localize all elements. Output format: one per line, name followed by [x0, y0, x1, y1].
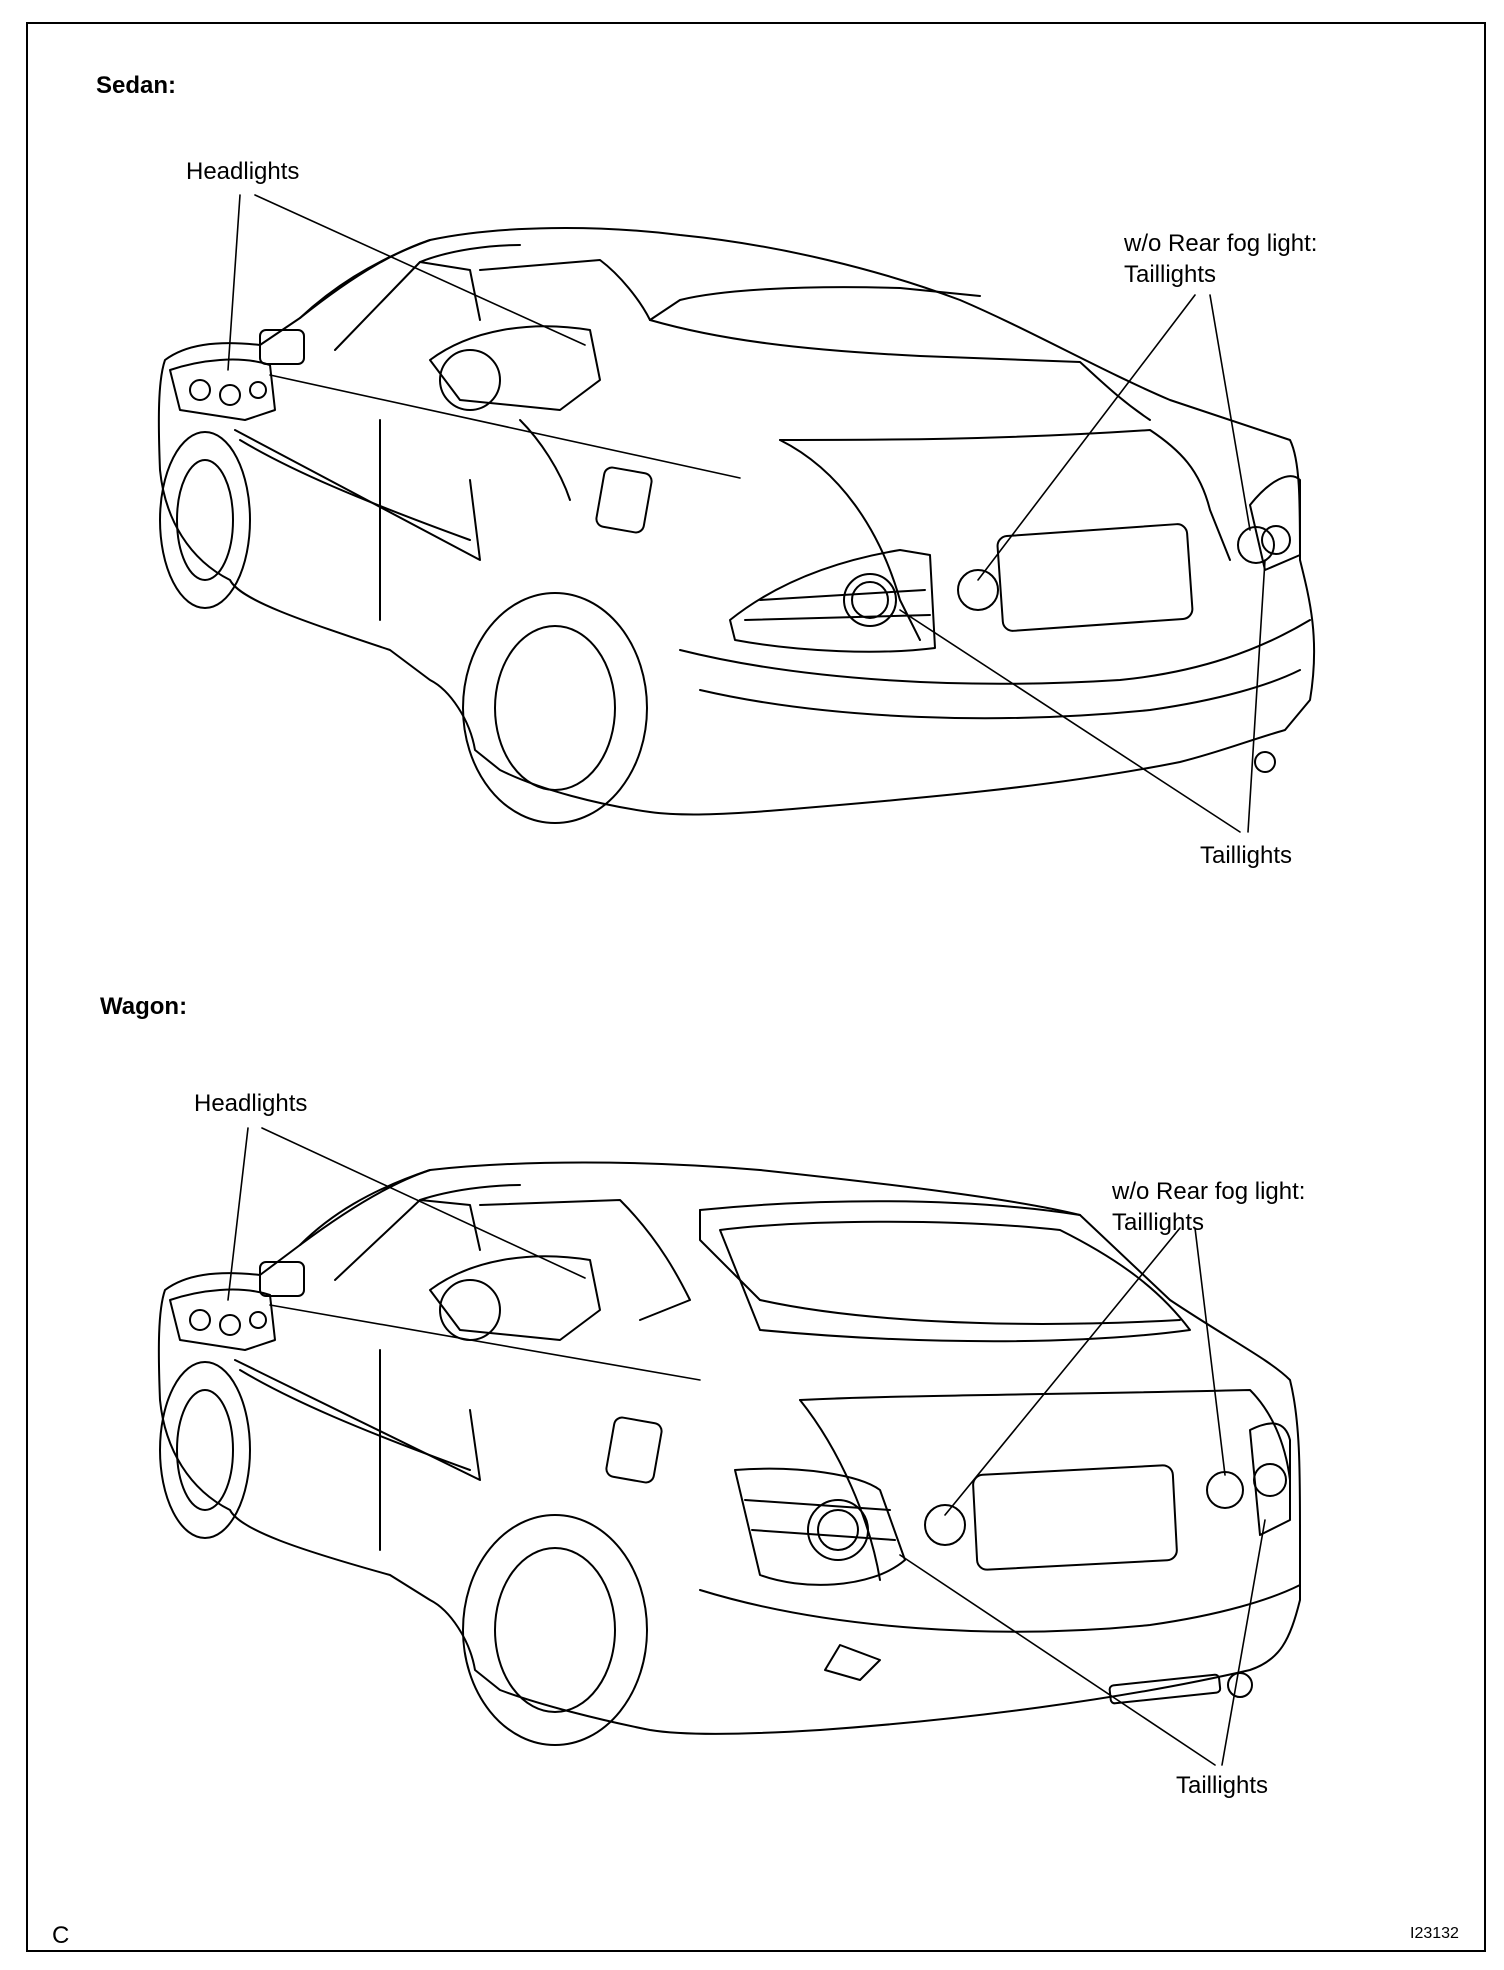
sedan-rear-fog-left-lamp [957, 569, 999, 611]
wagon-left-taillight-assembly [734, 1467, 906, 1586]
sedan-rear-fog-right-lamp [1237, 526, 1275, 564]
sedan-rear-fog-callout: w/o Rear fog light: Taillights [1124, 228, 1317, 290]
sedan-illustration [157, 194, 1316, 833]
left-taillight-assembly [729, 549, 936, 653]
wagon-fuel-door [605, 1416, 663, 1484]
sedan-taillight-left-bulb [843, 573, 897, 627]
corner-letter: C [52, 1922, 70, 1949]
figure-frame [26, 22, 1486, 1952]
sedan-front-wheel [159, 431, 251, 609]
sedan-heading: Sedan: [96, 72, 177, 99]
sedan-rear-fog-label: w/o Rear fog light: [1124, 230, 1318, 257]
wagon-right-taillight-assembly [1249, 1422, 1291, 1536]
right-taillight-assembly [1249, 475, 1301, 571]
sedan-dashboard [429, 325, 601, 411]
wagon-rear-fog-label: w/o Rear fog light: [1112, 1178, 1306, 1205]
wagon-rear-glass [719, 1220, 1191, 1343]
fuel-door [595, 466, 653, 534]
license-plate [996, 523, 1194, 632]
sedan-headlights-label: Headlights [186, 158, 300, 185]
figure-code: I23132 [1410, 1925, 1459, 1942]
sedan-rear-fog-sub: Taillights [1124, 261, 1217, 288]
sedan-taillights-label: Taillights [1200, 842, 1293, 869]
wagon-rear-fog-left-lamp [924, 1504, 966, 1546]
wagon-rear-fog-callout: w/o Rear fog light: Taillights [1112, 1176, 1305, 1238]
wagon-side-mirror [259, 1261, 305, 1297]
wagon-rear-fog-sub: Taillights [1112, 1209, 1205, 1236]
wagon-illustration [157, 1127, 1301, 1766]
wagon-license-plate [972, 1464, 1178, 1571]
exhaust-tip [1254, 751, 1276, 773]
side-mirror [259, 329, 305, 365]
sedan-headlight-cluster [169, 358, 276, 421]
wagon-taillight-left-bulb [807, 1499, 869, 1561]
wagon-taillights-label: Taillights [1176, 1772, 1269, 1799]
wagon-exhaust-tip [1227, 1672, 1253, 1698]
wagon-headlights-label: Headlights [194, 1090, 308, 1117]
wagon-headlight-cluster [169, 1288, 276, 1351]
sedan-rear-wheel [462, 592, 648, 824]
wagon-dashboard [429, 1255, 601, 1341]
wagon-front-wheel [159, 1361, 251, 1539]
wagon-rear-fog-right-lamp [1206, 1471, 1244, 1509]
wagon-rear-wheel [462, 1514, 648, 1746]
wagon-heading: Wagon: [100, 993, 188, 1020]
sedan-leader-lines [227, 194, 1266, 833]
wagon-leader-lines [227, 1127, 1266, 1766]
